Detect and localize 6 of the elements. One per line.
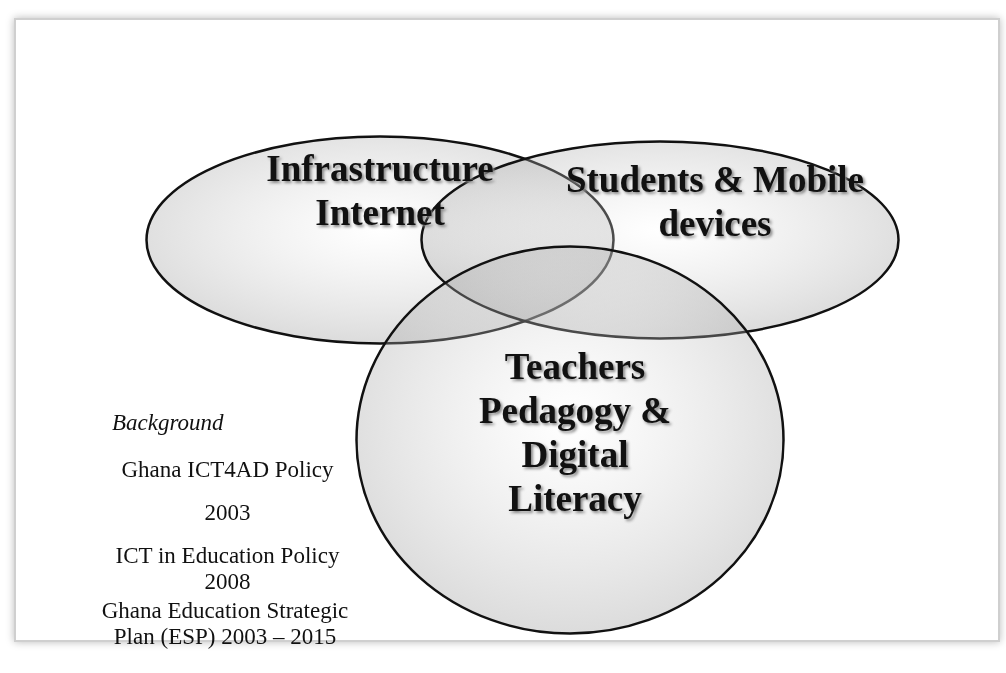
set-label: Teachers Pedagogy & Digital Literacy bbox=[477, 345, 673, 521]
note-text: Ghana ICT4AD Policy bbox=[120, 457, 335, 483]
note-text: ICT in Education Policy 2008 bbox=[114, 543, 341, 595]
section-heading: Background bbox=[112, 410, 225, 436]
note-text: 2003 bbox=[203, 500, 252, 526]
note-text: Ghana Education Strategic Plan (ESP) 2003 – 2015 bbox=[100, 598, 350, 650]
